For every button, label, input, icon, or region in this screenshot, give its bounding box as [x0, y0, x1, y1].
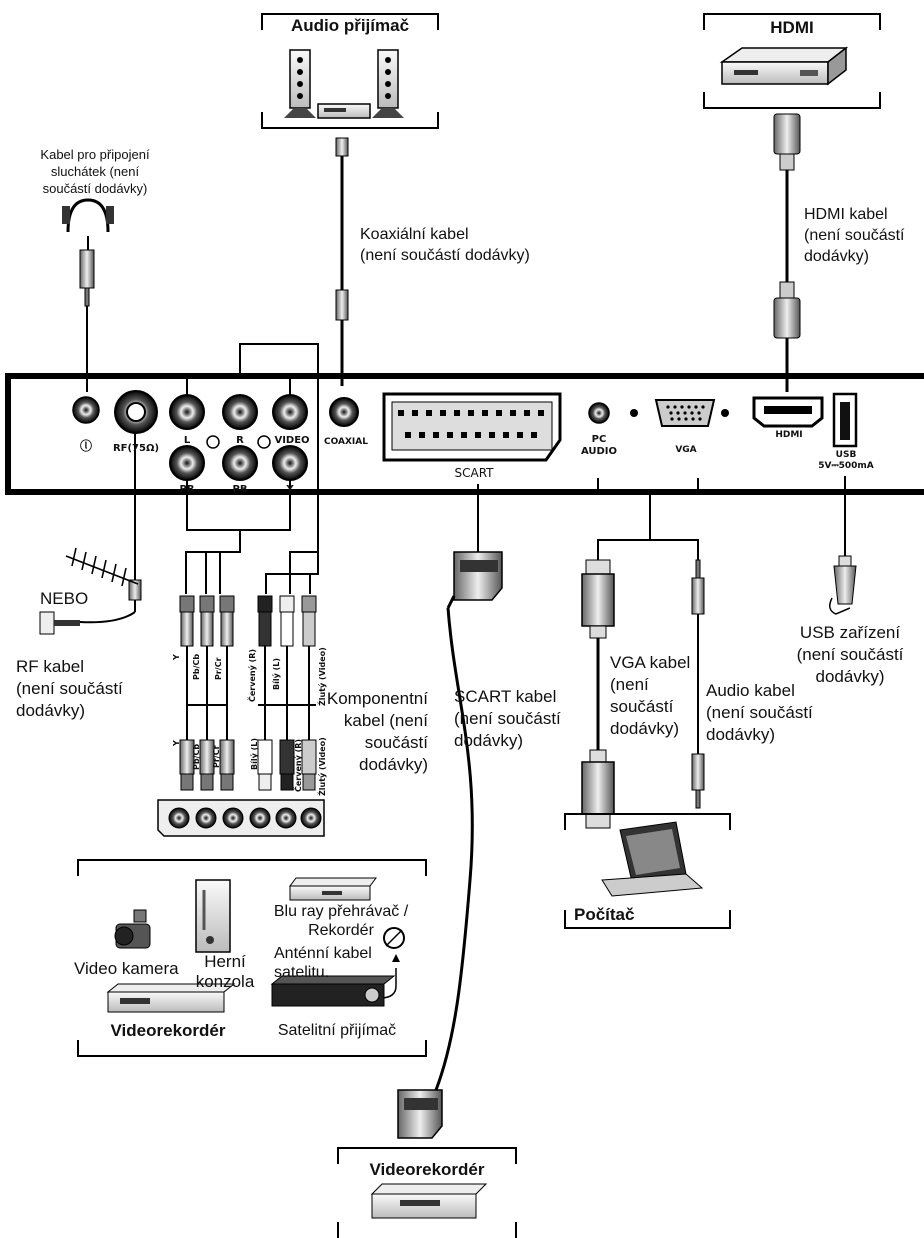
laptop-icon — [601, 821, 704, 897]
hdmi-port-label: HDMI — [775, 430, 803, 440]
computer-label: Počítač — [574, 905, 635, 924]
headphone-jack — [72, 396, 100, 424]
pc-audio-port-label: PC AUDIO — [580, 434, 618, 457]
vcr-icon — [106, 983, 236, 1013]
pc-audio-jack — [588, 402, 638, 424]
pc-cable-lines — [597, 478, 699, 560]
headphone-port-icon: ⓛ — [79, 439, 92, 453]
plug-label-y-bottom: Y — [172, 740, 181, 746]
sat-cable-label: Anténní kabel satelitu. — [274, 945, 372, 981]
satellite-receiver-icon — [270, 975, 396, 1007]
scart-port-label: SCART — [454, 466, 494, 480]
pb-port-label: PB — [232, 484, 248, 495]
plug-label-cerveny-bottom: Červený (R) — [294, 738, 303, 792]
usb-cable — [829, 476, 857, 615]
coaxial-cable — [335, 137, 349, 386]
rf-jack — [114, 390, 158, 434]
headphone-cable — [62, 198, 114, 392]
plug-label-y-top: Y — [172, 654, 181, 660]
rca-jacks — [169, 394, 308, 481]
y-port-label: Y — [286, 484, 294, 495]
av-source-panel — [157, 799, 325, 837]
wall-socket-icon — [39, 611, 80, 635]
audio-amplifier-icon — [317, 103, 371, 119]
scart-cable — [397, 484, 503, 1139]
hdmi-cable-label: HDMI kabel (není součástí dodávky) — [804, 206, 905, 265]
vcr-bottom-icon — [370, 1183, 488, 1219]
rf-port-label: RF(75Ω) — [112, 443, 160, 454]
video-port-label: VIDEO — [274, 435, 310, 446]
scart-socket — [382, 392, 562, 462]
computer-box — [564, 813, 731, 929]
camcorder-label: Video kamera — [74, 959, 179, 978]
rf-or-label: NEBO — [40, 589, 89, 608]
vcr-bottom-label: Videorekordér — [369, 1160, 485, 1179]
plug-label-bily-bottom: Bílý (L) — [250, 738, 259, 770]
scart-cable-label: SCART kabel (není součástí dodávky) — [454, 687, 561, 750]
r-port-label: R — [236, 435, 244, 446]
vga-cable-label: VGA kabel (není součástí dodávky) — [610, 653, 691, 738]
sat-receiver-label: Satelitní přijímač — [277, 1022, 397, 1039]
bluray-icon — [289, 877, 377, 901]
plug-label-prcr-bottom: Pr/Cr — [212, 745, 221, 768]
coaxial-port-label: COAXIAL — [324, 437, 368, 447]
antenna-icon — [65, 547, 139, 587]
plug-label-bily-top: Bílý (L) — [272, 658, 281, 690]
hdmi-cable — [773, 113, 801, 392]
speaker-right-icon — [372, 49, 404, 118]
sources-box — [77, 859, 427, 1057]
plug-label-pbcb-top: Pb/Cb — [192, 653, 201, 680]
hdmi-player-icon — [719, 46, 849, 86]
plug-label-zluty-bottom: Žlutý (Video) — [318, 737, 327, 796]
plug-label-cerveny-top: Červený (R) — [248, 648, 257, 702]
plug-label-pbcb-bottom: Pb/Cb — [192, 743, 201, 770]
vcr-bottom-box — [337, 1147, 517, 1238]
plug-label-prcr-top: Pr/Cr — [214, 657, 223, 680]
usb-port-label: USB 5V⎓500mA — [818, 450, 874, 471]
pr-port-label: PR — [179, 484, 195, 495]
rf-cable — [79, 434, 142, 624]
game-console-icon — [195, 879, 231, 953]
console-label: Herní konzola — [195, 952, 255, 991]
l-port-label: L — [183, 435, 191, 446]
usb-socket — [832, 392, 858, 448]
coaxial-jack — [329, 397, 359, 427]
rf-cable-label: RF kabel (není součástí dodávky) — [16, 657, 123, 720]
bluray-label: Blu ray přehrávač / Rekordér — [273, 903, 409, 939]
component-plugs-top — [179, 595, 317, 647]
hdmi-device-label: HDMI — [770, 18, 814, 37]
vga-port-label: VGA — [675, 445, 697, 455]
speaker-left-icon — [284, 49, 316, 118]
vcr-label: Videorekordér — [110, 1021, 226, 1040]
composite-cable-lines — [185, 343, 319, 594]
usb-device-label: USB zařízení (není součástí dodávky) — [796, 623, 904, 686]
audio-cable-label: Audio kabel (není součástí dodávky) — [706, 681, 813, 744]
component-cable-lines — [186, 646, 316, 740]
camcorder-icon — [114, 909, 151, 949]
audio-receiver-label: Audio přijímač — [290, 16, 410, 35]
plug-label-zluty-top: Žlutý (Video) — [318, 647, 327, 706]
headphone-cable-label: Kabel pro připojení sluchátek (není souč… — [40, 147, 150, 196]
hdmi-device-box — [703, 13, 881, 109]
component-plugs-bottom — [179, 739, 317, 791]
hdmi-socket — [752, 396, 824, 428]
audio-cable — [691, 559, 705, 809]
audio-receiver-box — [261, 13, 439, 129]
component-cable-label: Komponentní kabel (není součástí dodávky… — [326, 689, 428, 774]
coaxial-cable-label: Koaxiální kabel (není součástí dodávky) — [360, 226, 530, 264]
vga-socket — [654, 399, 729, 427]
